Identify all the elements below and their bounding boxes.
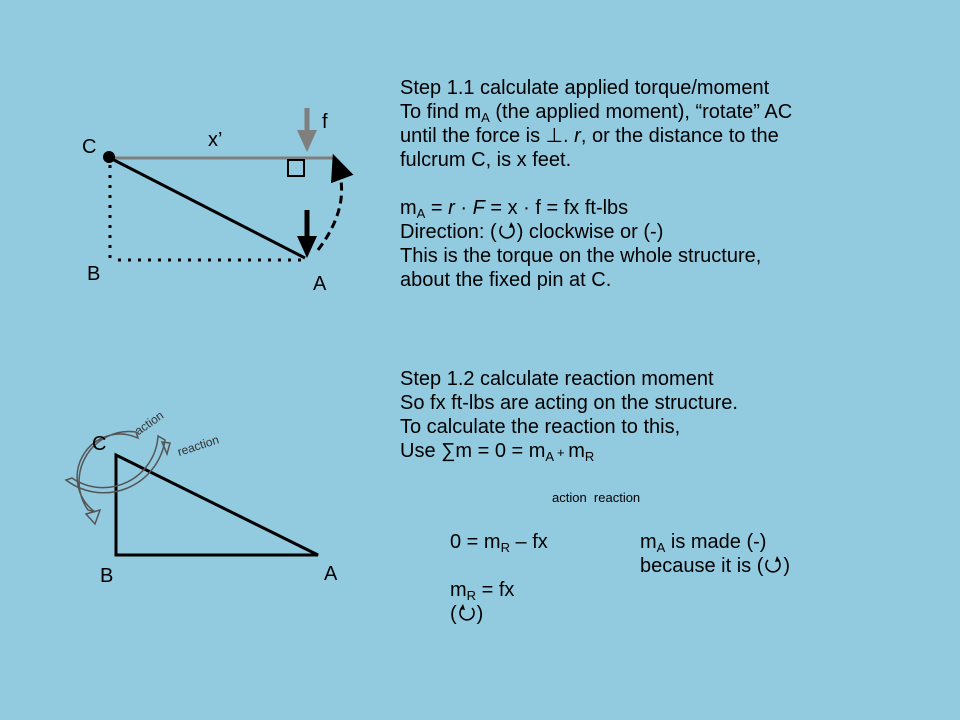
line-ca xyxy=(109,156,306,260)
step-1-1-line-3: until the force is ⊥. r, or the distance… xyxy=(400,125,779,147)
solve-note-1: mA is made (-) xyxy=(640,531,767,555)
diagram-2 xyxy=(64,430,319,557)
step-1-1-title: Step 1.1 calculate applied torque/moment xyxy=(400,77,770,99)
solve-eq-1: 0 = mR – fx xyxy=(450,531,548,555)
step-1-2-block: Step 1.2 calculate reaction moment So fx… xyxy=(400,367,738,464)
step-1-1-line-2: To find mA (the applied moment), “rotate… xyxy=(400,101,793,125)
step-1-1-line-4: fulcrum C, is x feet. xyxy=(400,149,572,171)
label-b-2: B xyxy=(100,565,114,587)
label-c-1: C xyxy=(82,136,97,158)
force-arrow-gray xyxy=(297,130,317,152)
action-reaction-sublabel: action reaction xyxy=(552,490,641,505)
clockwise-icon xyxy=(498,222,515,239)
step-1-1-line-8: about the fixed pin at C. xyxy=(400,269,612,291)
solve-right: mA is made (-) because it is () xyxy=(640,530,790,578)
triangle-cba xyxy=(114,452,319,557)
solve-eq-3: () xyxy=(450,603,484,625)
reaction-arrowhead xyxy=(160,441,171,457)
action-arrowhead xyxy=(84,508,102,526)
step-1-2-line-2: So fx ft-lbs are acting on the structure… xyxy=(400,392,738,414)
label-a-1: A xyxy=(313,273,327,295)
action-arc xyxy=(76,430,140,513)
step-1-1-line-7: This is the torque on the whole structur… xyxy=(400,245,762,267)
label-x-prime: x’ xyxy=(208,129,223,151)
step-1-2-title: Step 1.2 calculate reaction moment xyxy=(400,368,714,390)
label-a-2: A xyxy=(324,563,338,585)
step-1-2-line-3: To calculate the reaction to this, xyxy=(400,416,681,438)
right-angle-box xyxy=(287,159,305,177)
solve-left: 0 = mR – fx mR = fx () xyxy=(450,530,548,626)
perpendicular-symbol: ⊥ xyxy=(545,125,564,147)
label-f: f xyxy=(322,111,328,133)
direction-line: Direction: () clockwise or (-) xyxy=(400,221,664,243)
step-1-1-block: Step 1.1 calculate applied torque/moment… xyxy=(400,76,792,292)
rotation-arc xyxy=(316,153,354,251)
diagram-1 xyxy=(103,108,354,262)
clockwise-icon xyxy=(765,556,782,573)
reaction-arc xyxy=(64,434,166,494)
label-b-1: B xyxy=(87,263,101,285)
solve-eq-2: mR = fx xyxy=(450,579,515,603)
pin-c xyxy=(103,151,115,163)
moment-equation: mA = r · F = x · f = fx ft-lbs xyxy=(400,197,629,221)
counterclockwise-icon xyxy=(458,604,475,621)
force-arrow-black xyxy=(297,236,317,258)
sum-moment-equation: Use ∑m = 0 = mA + mR xyxy=(400,440,595,464)
label-c-2: C xyxy=(92,433,107,455)
solve-note-2: because it is () xyxy=(640,555,791,577)
